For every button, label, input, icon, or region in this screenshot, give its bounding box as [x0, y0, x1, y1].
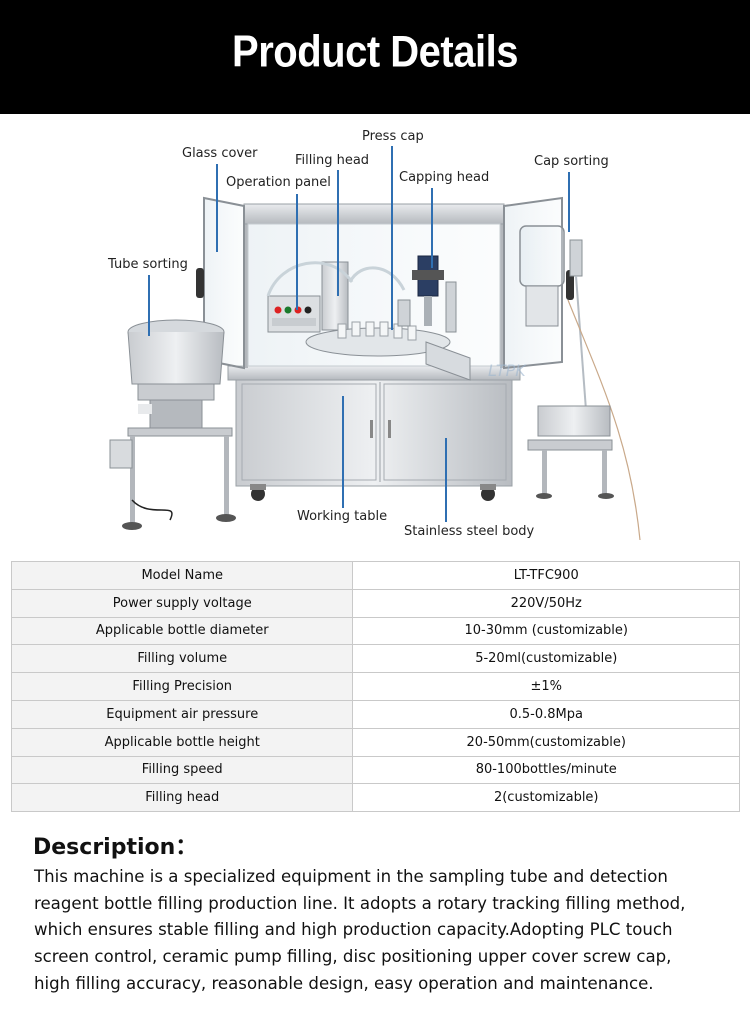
callout-cap-sorting: Cap sorting	[534, 154, 609, 169]
spec-key: Filling head	[10, 783, 354, 813]
spec-key: Filling speed	[10, 755, 354, 785]
callout-stainless-steel-body: Stainless steel body	[404, 524, 535, 539]
callout-filling-head: Filling head	[295, 153, 370, 168]
table-row: Filling Precision±1%	[10, 672, 740, 701]
description-line: This machine is a specialized equipment …	[34, 867, 668, 886]
callout-press-cap: Press cap	[362, 129, 424, 144]
callout-tube-sorting: Tube sorting	[108, 257, 188, 272]
spec-value: 80-100bottles/minute	[352, 755, 740, 785]
spec-value: ±1%	[352, 672, 740, 701]
description-title: Description：	[33, 835, 198, 860]
spec-value: 0.5-0.8Mpa	[352, 699, 740, 729]
callout-leaders	[148, 146, 570, 522]
callout-working-table: Working table	[297, 509, 388, 524]
machine-figure: LTPK Glass cover Press cap Filling head …	[0, 120, 750, 550]
machine-illustration: LTPK	[109, 146, 641, 541]
description-line: screen control, ceramic pump filling, di…	[34, 947, 672, 967]
spec-value: 220V/50Hz	[352, 588, 740, 618]
spec-value: 20-50mm(customizable)	[352, 727, 740, 757]
page-header: Product Details	[0, 0, 750, 114]
spec-key: Filling volume	[10, 644, 354, 674]
description-body: This machine is a specialized equipment …	[34, 864, 734, 998]
page-title: Product Details	[232, 27, 518, 77]
spec-key: Applicable bottle diameter	[10, 616, 354, 646]
spec-key: Power supply voltage	[10, 588, 354, 618]
spec-value: LT-TFC900	[352, 561, 740, 590]
frame-top	[243, 203, 505, 225]
spec-value: 5-20ml(customizable)	[352, 644, 740, 674]
cap-sorting-hopper	[519, 225, 565, 287]
description-line: high filling accuracy, reasonable design…	[34, 973, 654, 993]
callout-capping-head: Capping head	[399, 170, 490, 185]
cabinet-body	[235, 377, 513, 487]
watermark: LTPK	[488, 361, 527, 380]
spec-key: Filling Precision	[10, 672, 354, 701]
spec-value: 2(customizable)	[352, 783, 740, 813]
spec-key: Model Name	[10, 561, 354, 590]
description-line: which ensures stable filling and high pr…	[34, 920, 673, 940]
description-line: reagent bottle filling production line. …	[34, 893, 686, 913]
spec-value: 10-30mm (customizable)	[352, 616, 740, 646]
working-table	[227, 365, 521, 381]
spec-key: Equipment air pressure	[10, 699, 354, 729]
callout-operation-panel: Operation panel	[226, 175, 331, 190]
operation-panel	[267, 295, 321, 333]
spec-key: Applicable bottle height	[10, 727, 354, 757]
callout-glass-cover: Glass cover	[182, 146, 258, 161]
